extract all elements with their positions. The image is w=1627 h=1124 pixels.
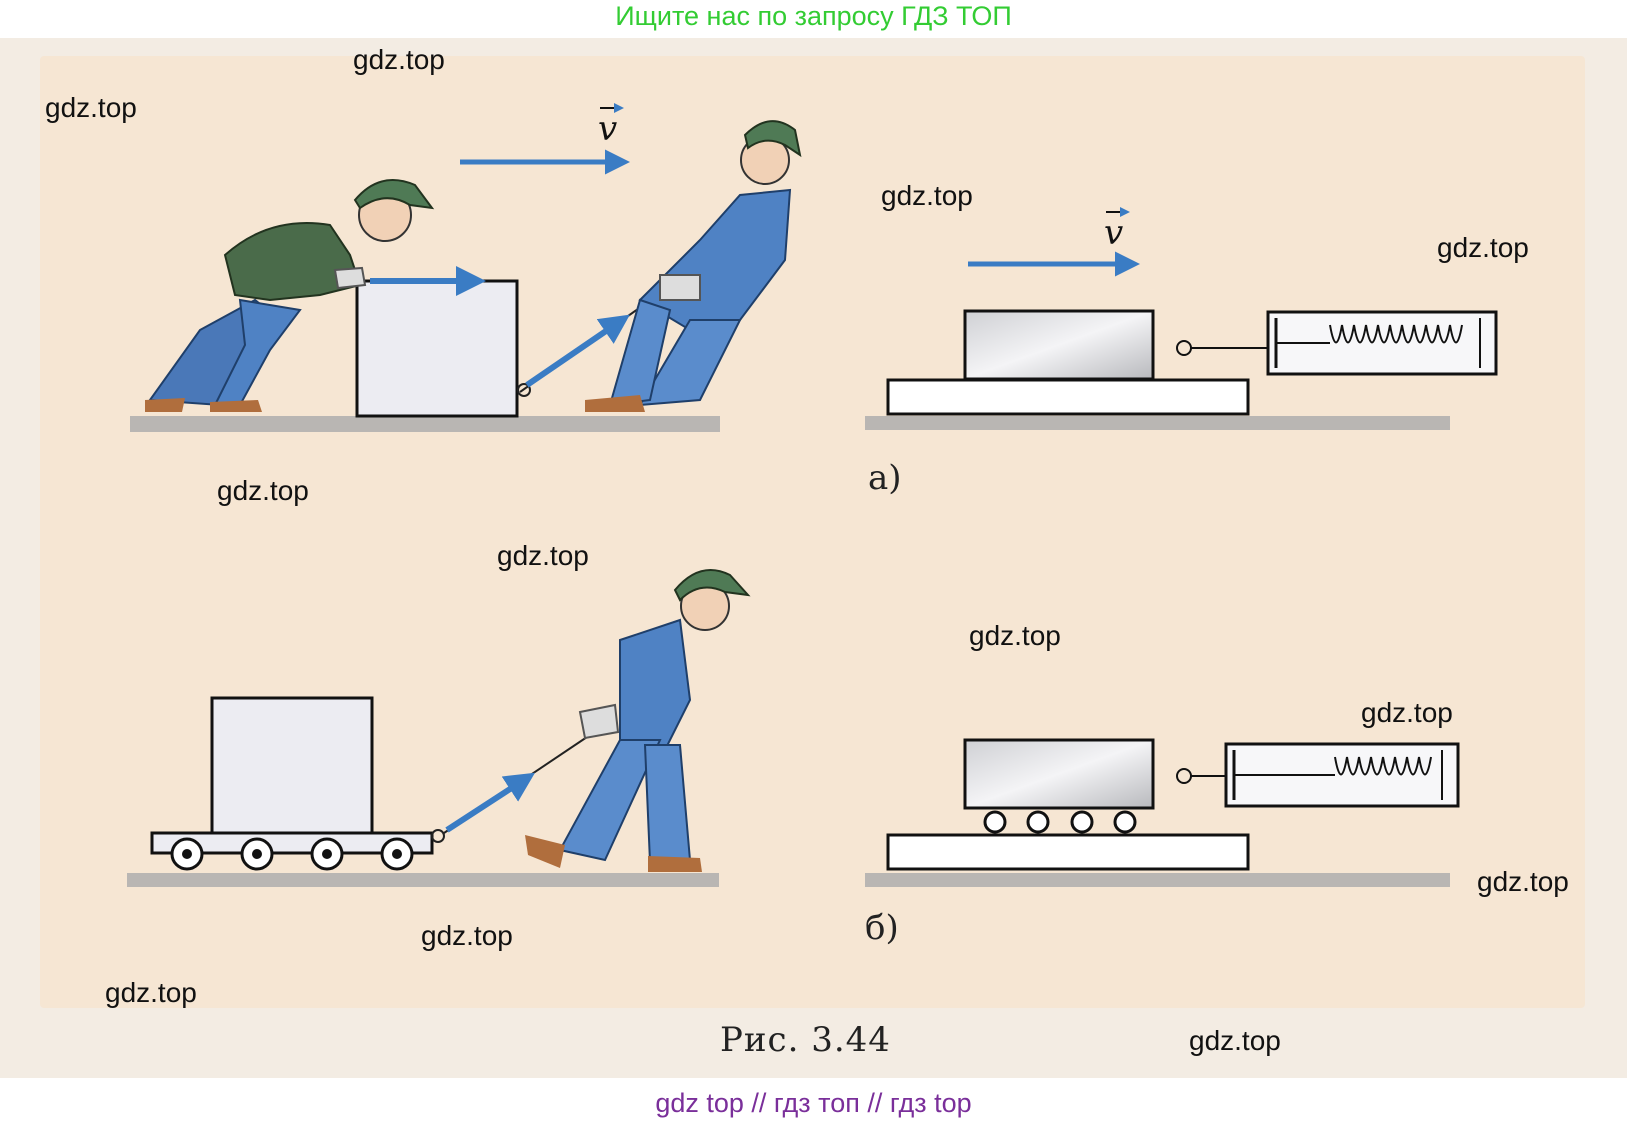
scene-a-apparatus	[865, 309, 1498, 430]
bottom-banner: gdz top // гдз топ // гдз top	[655, 1088, 972, 1118]
textbook-page	[0, 38, 1627, 1078]
base-board	[886, 378, 1250, 416]
watermark: gdz.top	[969, 620, 1061, 651]
velocity-label-a-right: v	[1104, 213, 1123, 253]
cart-platform	[150, 831, 434, 855]
watermark: gdz.top	[881, 180, 973, 211]
part-label-a: а)	[868, 458, 902, 498]
watermark: gdz.top	[1437, 232, 1529, 263]
cart-wheels	[170, 837, 414, 871]
scene-a-people	[130, 120, 802, 432]
pull-force-arrow	[445, 772, 536, 833]
watermark: gdz.top	[1477, 866, 1569, 897]
ground-strip	[865, 873, 1450, 887]
box	[210, 696, 374, 835]
wooden-block	[963, 738, 1155, 810]
part-label-b: б)	[865, 908, 899, 948]
watermark: gdz.top	[353, 44, 445, 75]
walking-boy	[525, 569, 751, 872]
pull-force-arrow	[525, 314, 630, 388]
watermark: gdz.top	[497, 540, 589, 571]
watermark: gdz.top	[217, 475, 309, 506]
scene-b-cart	[127, 569, 751, 887]
ground-strip	[127, 873, 719, 887]
pushing-boy	[145, 179, 435, 412]
wooden-block	[963, 309, 1155, 381]
watermark: gdz.top	[45, 92, 137, 123]
top-banner: Ищите нас по запросу ГДЗ ТОП	[615, 1, 1012, 31]
base-board	[886, 833, 1250, 871]
watermark: gdz.top	[421, 920, 513, 951]
ground-strip	[130, 416, 720, 432]
watermark: gdz.top	[105, 977, 197, 1008]
pulling-boy	[585, 120, 802, 412]
spring-icon	[1276, 324, 1463, 344]
spring-icon	[1234, 756, 1432, 776]
rollers	[983, 810, 1137, 834]
scene-b-apparatus	[865, 738, 1460, 887]
ground-strip	[865, 416, 1450, 430]
watermark: gdz.top	[1189, 1025, 1281, 1056]
figure-caption: Рис. 3.44	[720, 1020, 891, 1060]
velocity-label-a-left: v	[598, 109, 617, 149]
box	[355, 279, 519, 418]
watermark: gdz.top	[1361, 697, 1453, 728]
